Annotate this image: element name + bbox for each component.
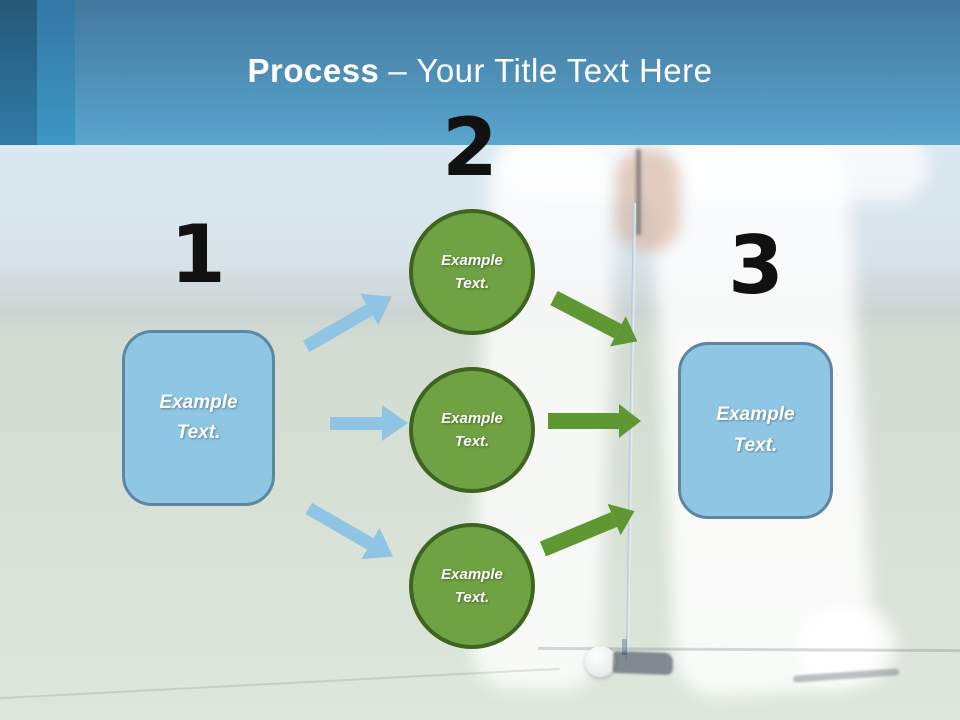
- slide-title-subtitle: – Your Title Text Here: [388, 52, 713, 89]
- header-accent-stripe-light: [37, 0, 75, 145]
- slide-title: Process– Your Title Text Here: [0, 52, 960, 90]
- process-box-step1: Example Text.: [122, 330, 275, 506]
- process-circle-bottom: Example Text.: [409, 523, 535, 649]
- step-number-2: 2: [442, 101, 498, 194]
- club-grip: [636, 149, 641, 235]
- header-band: Process– Your Title Text Here: [0, 0, 960, 145]
- arrow-blue-middle-icon: [330, 405, 408, 441]
- golfer-hands: [616, 149, 680, 251]
- ground-shadow-line: [0, 667, 560, 701]
- process-box-step3: Example Text.: [678, 342, 833, 519]
- slide-title-keyword: Process: [247, 52, 380, 89]
- golf-ball: [585, 646, 616, 677]
- arrow-green-middle-icon: [548, 404, 641, 438]
- process-circle-middle: Example Text.: [409, 367, 535, 493]
- putter-hosel: [622, 639, 627, 655]
- step-number-1: 1: [170, 208, 226, 301]
- process-circle-top: Example Text.: [409, 209, 535, 335]
- header-accent-stripe-dark: [0, 0, 37, 145]
- step-number-3: 3: [728, 219, 784, 312]
- golfer-shoe: [798, 608, 896, 684]
- putter-head: [612, 650, 674, 676]
